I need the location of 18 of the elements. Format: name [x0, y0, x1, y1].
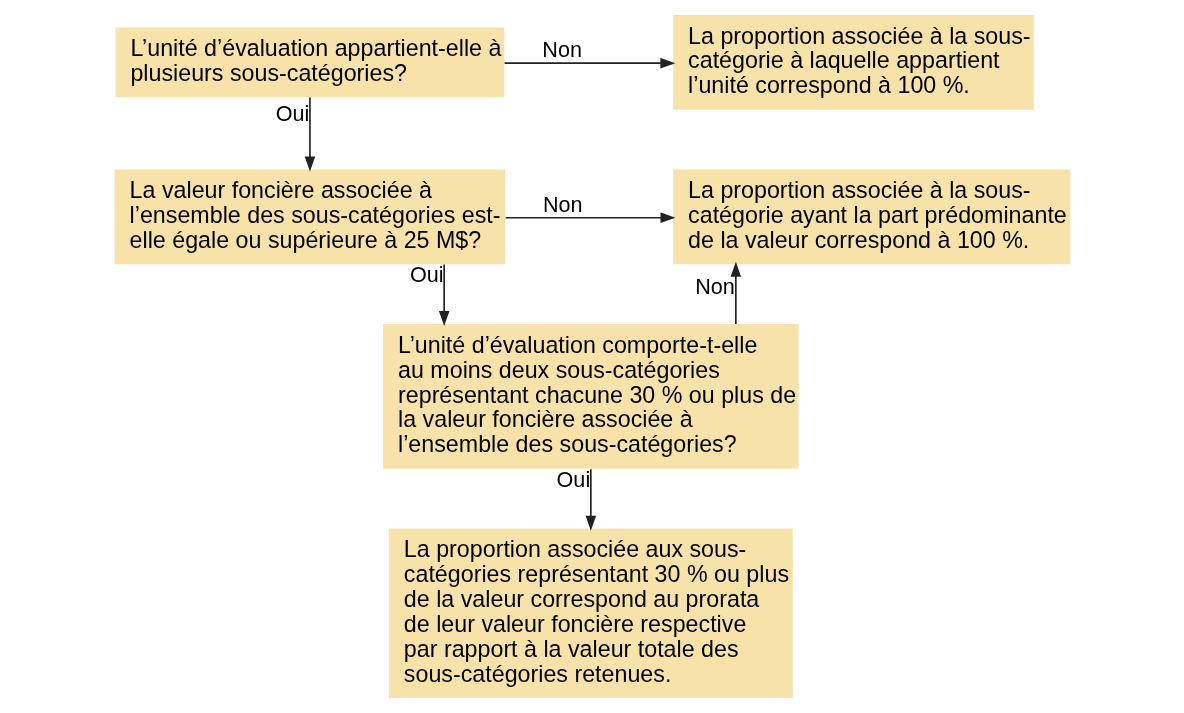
arrow [730, 261, 741, 325]
edge-label: Non [542, 191, 583, 217]
edge-label: Oui [275, 101, 309, 127]
node-box: L’unité d’évaluation comporte-t-elle au moins deux sous-catégories représentant chacune 30 % ou plus de la valeur foncière associée à l’ensemble des sous-catégories? [382, 324, 799, 469]
arrow [438, 263, 449, 326]
edge-label: Non [694, 273, 735, 299]
edge-label: Oui [556, 466, 590, 492]
node-box: La proportion associée à la sous-catégorie ayant la part prédominante de la valeur correspond à 100 %. [672, 169, 1070, 265]
arrow [504, 212, 675, 223]
arrow [503, 57, 675, 69]
arrow [304, 96, 315, 172]
arrow [585, 468, 596, 531]
node-box: La valeur foncière associée à l’ensemble des sous-catégories est-elle égale ou supérieure à 25 M$? [114, 169, 505, 265]
node-box: La proportion associée à la sous-catégorie à laquelle appartient l’unité correspond à 100 %. [672, 14, 1034, 110]
node-box: L’unité d’évaluation appartient-elle à plusieurs sous-catégories? [115, 27, 504, 98]
node-box: La proportion associée aux sous-catégories représentant 30 % ou plus de la valeur correspond au prorata de leur valeur foncière respective par rapport à la valeur totale des sous-catégories retenues. [388, 528, 793, 699]
edge-label: Non [541, 37, 582, 63]
edge-label: Oui [409, 262, 444, 288]
